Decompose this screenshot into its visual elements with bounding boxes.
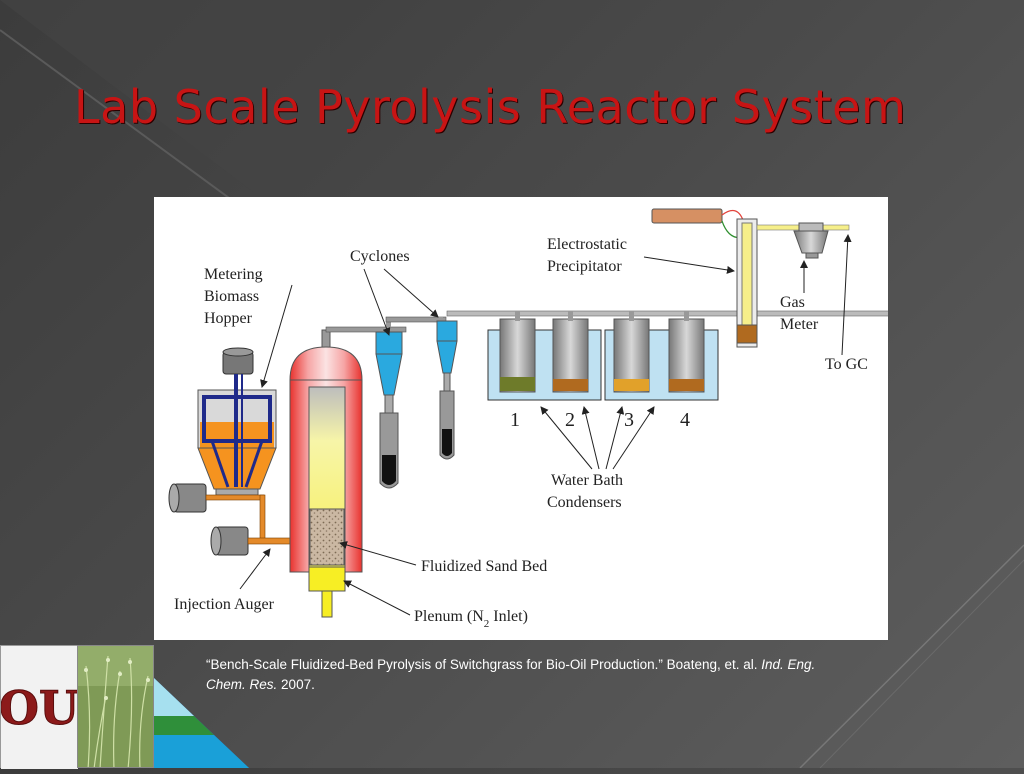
ou-logo-text: OU xyxy=(1,681,78,735)
label-water-bath-1: Water Bath xyxy=(551,472,623,489)
citation: “Bench-Scale Fluidized-Bed Pyrolysis of … xyxy=(206,655,836,695)
label-hopper-1: Metering xyxy=(204,266,263,283)
cyclone-1 xyxy=(375,322,403,489)
label-cyclones: Cyclones xyxy=(350,248,410,265)
water-arrow-3 xyxy=(605,406,625,470)
water-arrow-2 xyxy=(581,406,600,470)
label-to-gc: To GC xyxy=(825,356,868,373)
slide-title: Lab Scale Pyrolysis Reactor System xyxy=(74,80,907,134)
reactor-diagram: Metering Biomass Hopper Cyclones Electro… xyxy=(154,197,888,640)
water-bath-condensers xyxy=(487,311,719,401)
citation-journal: Ind. Eng. Chem. Res. xyxy=(206,657,816,692)
label-esp-1: Electrostatic xyxy=(547,236,627,253)
label-water-bath-2: Condensers xyxy=(547,494,622,511)
ou-logo-icon: OU xyxy=(0,645,80,769)
label-gas-1: Gas xyxy=(780,294,805,311)
label-plenum: Plenum (N2 Inlet) xyxy=(414,608,528,630)
cyclone-arrow-1 xyxy=(363,268,391,336)
label-condenser-2: 2 xyxy=(565,409,575,431)
citation-text: “Bench-Scale Fluidized-Bed Pyrolysis of … xyxy=(206,657,758,672)
gas-meter xyxy=(793,222,829,259)
label-condenser-1: 1 xyxy=(510,409,520,431)
sand-bed-arrow xyxy=(339,541,417,566)
label-sand-bed: Fluidized Sand Bed xyxy=(421,558,547,575)
water-arrow-1 xyxy=(540,406,593,470)
pyrolysis-reactor xyxy=(289,326,407,618)
cyclone-arrow-2 xyxy=(383,268,439,318)
water-arrow-4 xyxy=(612,406,655,470)
label-hopper-2: Biomass xyxy=(204,288,259,305)
water-landscape-icon xyxy=(154,678,249,768)
hopper-arrow xyxy=(260,284,293,388)
to-gc-arrow xyxy=(841,234,852,356)
plenum-arrow xyxy=(343,580,411,616)
label-hopper-3: Hopper xyxy=(204,310,253,327)
label-gas-2: Meter xyxy=(780,316,819,333)
grass-photo-icon xyxy=(77,645,154,768)
auger-arrow xyxy=(239,548,271,590)
cyclone-2 xyxy=(385,316,458,460)
label-injection-auger: Injection Auger xyxy=(174,596,275,613)
metering-biomass-hopper xyxy=(197,347,277,496)
esp-arrow xyxy=(643,256,735,274)
label-condenser-3: 3 xyxy=(624,409,634,431)
label-esp-2: Precipitator xyxy=(547,258,622,275)
citation-year: 2007. xyxy=(281,677,315,692)
label-condenser-4: 4 xyxy=(680,409,690,431)
